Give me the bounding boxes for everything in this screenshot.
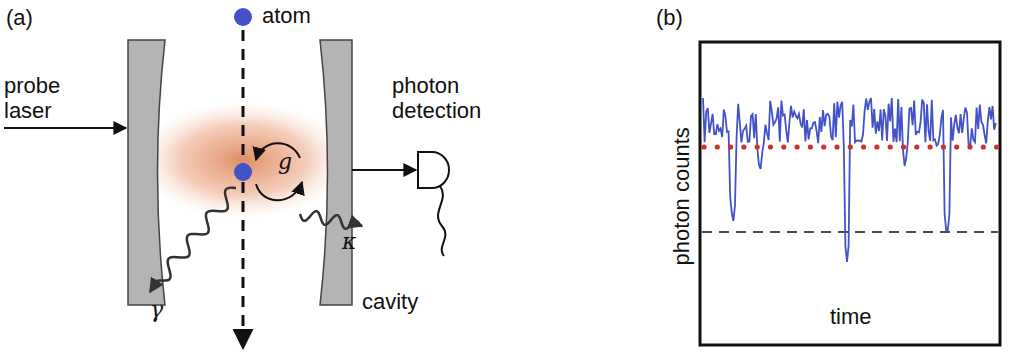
probe-beam [4,127,126,129]
axis-label: photon counts [670,127,695,265]
right-mirror [320,40,352,305]
left-mirror [128,40,165,305]
panel-letter: (a) [6,6,33,31]
mean-level [808,144,813,149]
atom-dot [234,8,252,26]
decay-symbol: κ [342,230,356,255]
count-trace [703,98,996,262]
cavity-mode [138,102,348,218]
atom-label: atom [262,4,311,29]
detector [418,152,449,188]
mean-level [981,144,986,149]
mean-level [701,144,706,149]
mean-level [928,144,933,149]
mean-level [768,144,773,149]
atom-trajectory [242,30,245,348]
cavity-decay [300,211,362,229]
mean-level [715,144,720,149]
mean-level [834,144,839,149]
detector-cable [438,186,445,256]
mean-level [861,144,866,149]
trace [701,98,999,262]
mean-level [994,144,999,149]
mean-level [728,144,733,149]
detector-label: photon detection [392,74,522,123]
coupling-symbol: g [278,150,292,175]
background-level [702,231,998,233]
mean-level [901,144,906,149]
mean-level [941,144,946,149]
coupling-arrow [256,182,302,200]
mean-level [888,144,893,149]
decay-symbol: γ [150,298,163,323]
laser-label: probe laser [4,74,94,123]
waves [150,188,362,292]
plot-frame [700,42,1000,345]
mean-level [781,144,786,149]
spontaneous-emission [150,188,236,292]
mean-level [914,144,919,149]
mean-level [967,144,972,149]
mean-level [755,144,760,149]
mean-level [741,144,746,149]
mean-level [848,144,853,149]
mean-level [874,144,879,149]
output-beam [352,169,416,171]
mean-level [821,144,826,149]
mean-level [954,144,959,149]
panel-letter: (b) [656,6,683,31]
mean-level [795,144,800,149]
axis-label: time [830,305,872,330]
cavity-label: cavity [362,290,418,315]
atom-dot [234,163,252,181]
